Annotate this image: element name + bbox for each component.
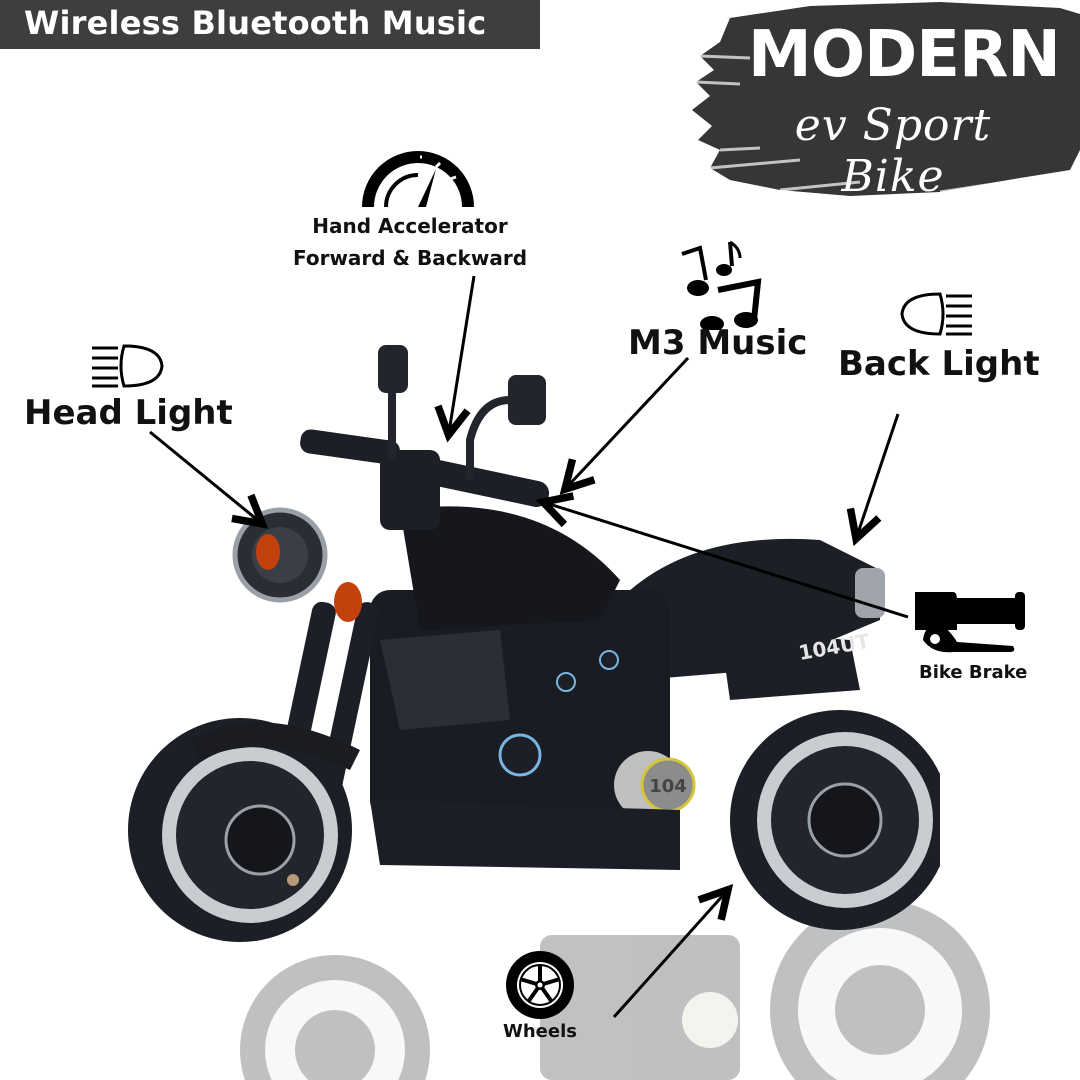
- music-notes-icon: [678, 240, 762, 330]
- brand-brush-stroke: [692, 2, 1080, 196]
- brake-lever-icon: [913, 590, 1031, 654]
- hand-accelerator-line1: Hand Accelerator: [312, 214, 508, 238]
- hand-accelerator-line2: Forward & Backward: [292, 246, 528, 270]
- top-banner: Wireless Bluetooth Music: [0, 0, 540, 49]
- feature-back-light: Back Light: [838, 344, 1040, 384]
- rear-wheel: [730, 710, 940, 930]
- feature-hand-accelerator: Hand Accelerator Forward & Backward: [285, 210, 535, 274]
- speedometer-icon: [360, 145, 476, 211]
- backlight-icon: [900, 290, 974, 338]
- front-wheel: [128, 718, 352, 942]
- feature-bike-brake: Bike Brake: [919, 662, 1028, 683]
- brand-title: MODERN: [748, 18, 1061, 92]
- feature-m3-music: M3 Music: [628, 323, 808, 363]
- svg-text:104: 104: [649, 776, 687, 797]
- banner-text: Wireless Bluetooth Music: [24, 4, 487, 42]
- wheel-icon: [505, 950, 575, 1020]
- headlight-icon: [90, 342, 164, 390]
- bike-image: 104 104UT: [128, 345, 940, 942]
- feature-head-light: Head Light: [24, 393, 233, 433]
- feature-wheels: Wheels: [503, 1021, 577, 1042]
- brand-subtitle: ev Sport Bike: [794, 100, 992, 202]
